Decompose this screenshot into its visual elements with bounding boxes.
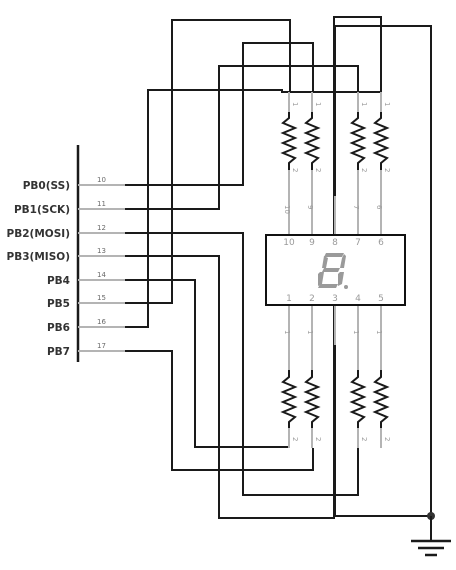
pin-number-16: 16 bbox=[97, 318, 106, 326]
wire-pb2 bbox=[125, 232, 359, 496]
wire-pb3 bbox=[125, 16, 382, 519]
pin-number-11: 11 bbox=[97, 200, 106, 208]
res-bot-2-end-a: 1 bbox=[306, 330, 314, 334]
connector-pin-numbers: 10 11 12 13 14 15 16 17 bbox=[97, 176, 106, 350]
display-pin-6: 6 bbox=[378, 238, 384, 248]
pin-number-12: 12 bbox=[97, 224, 106, 232]
pin-label-pb2: PB2(MOSI) bbox=[7, 228, 70, 240]
pin-label-pb7: PB7 bbox=[47, 346, 70, 358]
res-bot-2-end-b: 2 bbox=[314, 437, 322, 441]
display-pin-8: 8 bbox=[332, 238, 338, 248]
net-10: 10 bbox=[283, 205, 291, 214]
res-top-2-end-a: 1 bbox=[314, 102, 322, 106]
resistor-bottom-3 bbox=[349, 370, 367, 428]
pin-number-10: 10 bbox=[97, 176, 106, 184]
display-pin-3: 3 bbox=[332, 294, 338, 304]
connector-pin-stubs bbox=[78, 184, 125, 352]
net-9: 9 bbox=[306, 205, 314, 209]
display-top-pin-numbers: 10 9 8 7 6 bbox=[283, 238, 384, 248]
res-top-2-end-b: 2 bbox=[314, 168, 322, 172]
seven-segment-digit bbox=[318, 253, 348, 289]
pin-label-pb5: PB5 bbox=[47, 298, 70, 310]
segment-f bbox=[322, 256, 328, 268]
res-bot-4-end-a: 1 bbox=[375, 330, 383, 334]
wire-pb4 bbox=[125, 279, 290, 448]
segment-a bbox=[324, 253, 344, 257]
resistor-array-bottom bbox=[280, 370, 390, 428]
segment-dp bbox=[344, 285, 348, 289]
wire-pb0 bbox=[125, 42, 314, 186]
res-bot-3-end-a: 1 bbox=[352, 330, 360, 334]
res-bot-1-end-b: 2 bbox=[291, 437, 299, 441]
resistor-top-end-numbers: 1 2 1 2 1 2 1 2 bbox=[291, 102, 391, 172]
res-top-3-end-b: 2 bbox=[360, 168, 368, 172]
display-pin-9: 9 bbox=[309, 238, 315, 248]
display-bottom-pin-numbers: 1 2 3 4 5 bbox=[286, 294, 384, 304]
res-top-1-end-b: 2 bbox=[291, 168, 299, 172]
segment-c bbox=[338, 272, 344, 286]
pin-label-pb6: PB6 bbox=[47, 322, 70, 334]
pin-label-pb1: PB1(SCK) bbox=[14, 204, 70, 216]
res-bot-3-end-b: 2 bbox=[360, 437, 368, 441]
res-top-4-end-b: 2 bbox=[383, 168, 391, 172]
segment-b bbox=[340, 254, 346, 268]
display-pin-7: 7 bbox=[355, 238, 361, 248]
resistor-array-top bbox=[280, 112, 390, 170]
resistor-bottom-4 bbox=[372, 370, 390, 428]
pin-number-17: 17 bbox=[97, 342, 106, 350]
display-pin-stubs bbox=[288, 92, 382, 448]
wire-common-top bbox=[334, 25, 432, 517]
resistor-top-1 bbox=[280, 112, 298, 170]
res-top-4-end-a: 1 bbox=[383, 102, 391, 106]
pin-number-15: 15 bbox=[97, 294, 106, 302]
net-6: 6 bbox=[375, 205, 383, 210]
ground-symbol-icon bbox=[411, 516, 451, 557]
wire-pb1 bbox=[125, 65, 359, 210]
res-top-3-end-a: 1 bbox=[360, 102, 368, 106]
resistor-top-2 bbox=[303, 112, 321, 170]
res-top-1-end-a: 1 bbox=[291, 102, 299, 106]
pin-label-pb4: PB4 bbox=[47, 275, 70, 287]
resistor-top-3 bbox=[349, 112, 367, 170]
net-7: 7 bbox=[352, 205, 360, 209]
display-net-numbers-top: 10 9 7 6 bbox=[283, 205, 383, 214]
resistor-bottom-2 bbox=[303, 370, 321, 428]
display-pin-5: 5 bbox=[378, 294, 384, 304]
res-bot-1-end-a: 1 bbox=[283, 330, 291, 334]
pin-label-pb3: PB3(MISO) bbox=[7, 251, 70, 263]
display-pin-10: 10 bbox=[283, 238, 295, 248]
segment-g bbox=[322, 268, 340, 272]
segment-e bbox=[318, 272, 324, 286]
pin-label-pb0: PB0(SS) bbox=[23, 180, 70, 192]
resistor-top-4 bbox=[372, 112, 390, 170]
segment-d bbox=[318, 284, 338, 288]
resistor-bottom-end-numbers: 1 2 1 2 1 2 1 2 bbox=[283, 330, 391, 441]
wire-pb6 bbox=[125, 89, 381, 328]
wire-pb7 bbox=[125, 350, 314, 471]
display-pin-2: 2 bbox=[309, 294, 315, 304]
connector-pin-labels: PB0(SS) PB1(SCK) PB2(MOSI) PB3(MISO) PB4… bbox=[7, 180, 70, 358]
pin-number-13: 13 bbox=[97, 247, 106, 255]
pin-number-14: 14 bbox=[97, 271, 106, 279]
display-pin-1: 1 bbox=[286, 294, 292, 304]
res-bot-4-end-b: 2 bbox=[383, 437, 391, 441]
display-pin-4: 4 bbox=[355, 294, 361, 304]
wire-pb5 bbox=[125, 19, 291, 304]
resistor-bottom-1 bbox=[280, 370, 298, 428]
